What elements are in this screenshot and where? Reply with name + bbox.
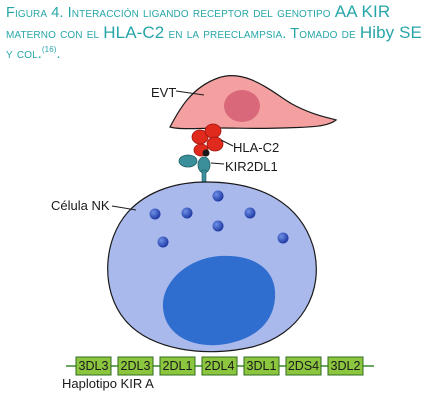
gene-label: 3DL2 bbox=[331, 359, 361, 373]
granule bbox=[181, 207, 193, 219]
evt-label: EVT bbox=[151, 85, 176, 100]
haplotype-gene-row: 3DL3 2DL3 2DL1 2DL4 3DL1 2DS4 3DL2 bbox=[75, 356, 364, 376]
granule bbox=[244, 207, 256, 219]
gene-box: 2DL1 bbox=[159, 356, 196, 376]
gene-box: 3DL1 bbox=[243, 356, 280, 376]
granule bbox=[212, 220, 224, 232]
gene-label: 3DL3 bbox=[79, 359, 109, 373]
caption-suffix: y col. bbox=[6, 46, 42, 62]
gene-label: 2DL4 bbox=[205, 359, 235, 373]
gene-box: 2DL4 bbox=[201, 356, 238, 376]
granule bbox=[212, 190, 224, 202]
gene-label: 3DL1 bbox=[247, 359, 277, 373]
granule bbox=[149, 208, 161, 220]
evt-cell bbox=[169, 75, 338, 130]
gene-box: 2DS4 bbox=[285, 356, 322, 376]
evt-label-line bbox=[175, 90, 205, 96]
evt-nucleus bbox=[224, 90, 260, 122]
nk-label: Célula NK bbox=[51, 198, 110, 213]
caption-author: Hiby SE bbox=[359, 23, 422, 42]
nk-label-line bbox=[111, 205, 137, 211]
nk-cell bbox=[107, 181, 317, 353]
hla-c2-label: HLA-C2 bbox=[233, 140, 279, 155]
haplotype-label: Haplotipo KIR A bbox=[62, 376, 154, 391]
granule bbox=[277, 232, 289, 244]
caption-middle-2: en la preeclampsia. Tomado de bbox=[164, 26, 360, 42]
gene-label: 2DL1 bbox=[163, 359, 193, 373]
kir2dl1-label-line bbox=[210, 162, 225, 165]
gene-label: 2DS4 bbox=[288, 359, 319, 373]
caption-ligand: HLA-C2 bbox=[103, 23, 165, 42]
nk-nucleus bbox=[162, 255, 276, 346]
granule bbox=[157, 236, 169, 248]
kir2dl1-label: KIR2DL1 bbox=[225, 159, 278, 174]
gene-box: 3DL3 bbox=[75, 356, 112, 376]
caption-end: . bbox=[56, 46, 61, 62]
caption-prefix: Figura 4. Interacción ligando receptor d… bbox=[6, 5, 335, 21]
hla-c2-label-line bbox=[220, 139, 234, 147]
hla-c2-ligand bbox=[191, 123, 224, 157]
caption-reference: (16) bbox=[41, 45, 57, 55]
kir2dl1-receptor bbox=[178, 154, 211, 185]
caption-genotype: AA KIR bbox=[334, 2, 391, 21]
gene-box: 3DL2 bbox=[327, 356, 364, 376]
figure-caption: Figura 4. Interacción ligando receptor d… bbox=[6, 2, 424, 64]
caption-middle-1: materno con el bbox=[6, 26, 104, 42]
gene-label: 2DL3 bbox=[121, 359, 151, 373]
gene-box: 2DL3 bbox=[117, 356, 154, 376]
